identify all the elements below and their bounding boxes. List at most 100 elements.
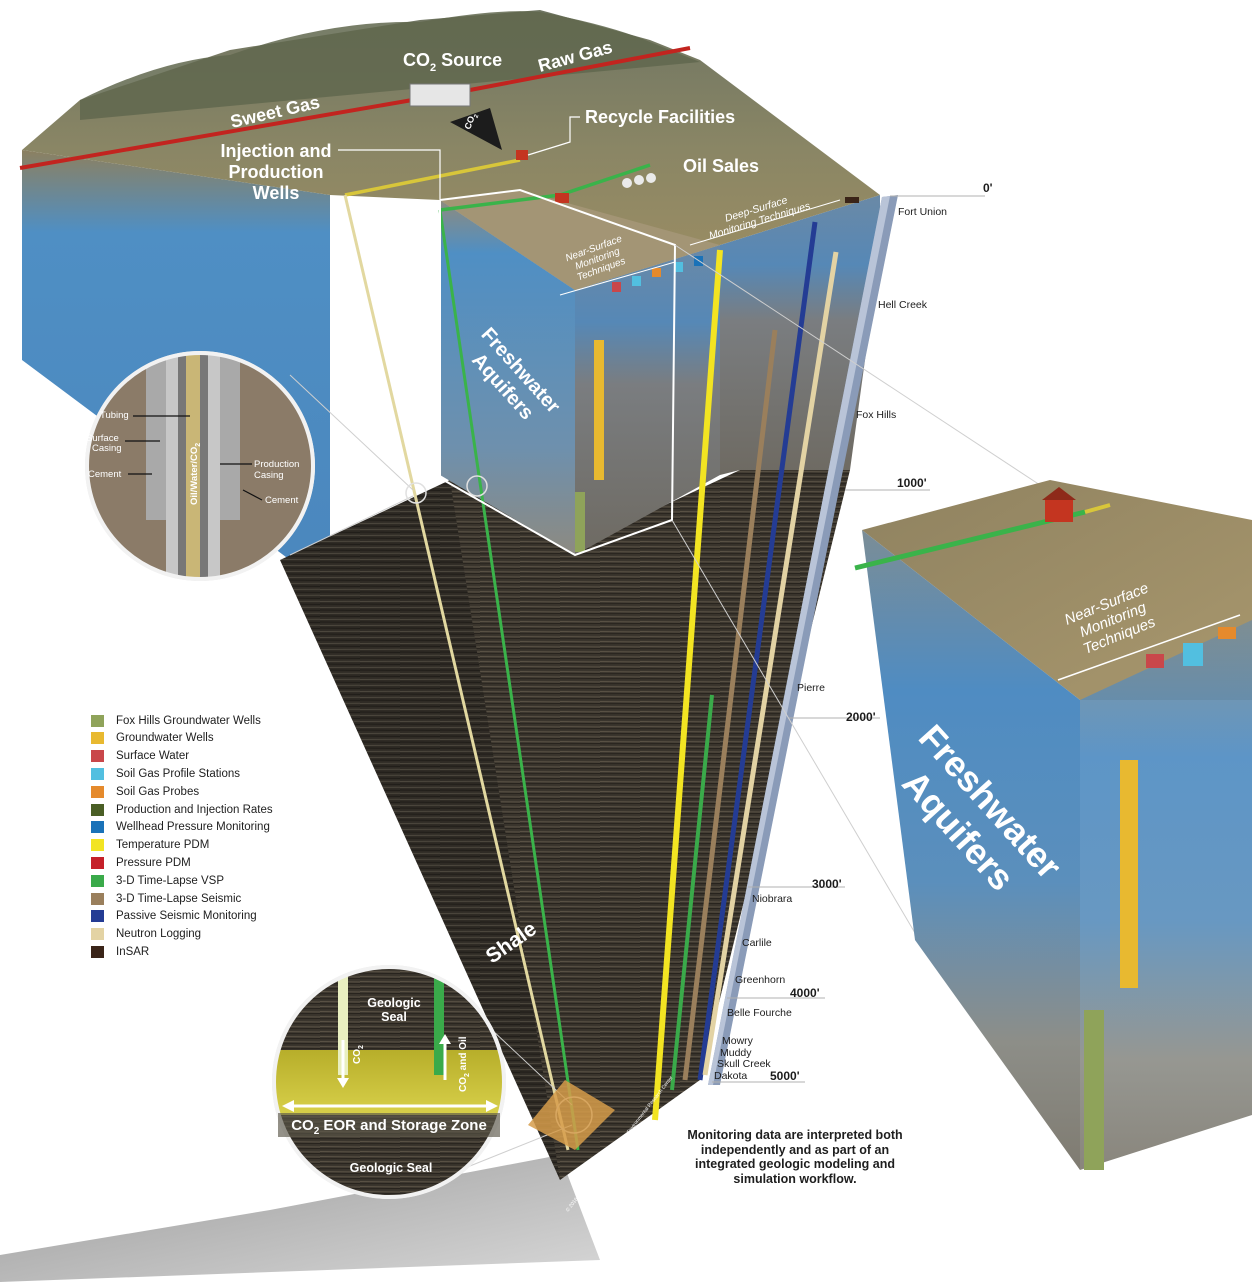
svg-text:Injection and: Injection and (220, 141, 331, 161)
depth-3000: 3000' (812, 877, 842, 891)
legend-item: Surface Water (91, 748, 189, 765)
depth-4000: 4000' (790, 986, 820, 1000)
zoomed-aquifer-block: Near-Surface Monitoring Techniques Fresh… (854, 480, 1252, 1170)
formation-carlile: Carlile (742, 937, 772, 949)
legend-swatch (91, 750, 104, 763)
formation-fox-hills: Fox Hills (856, 409, 896, 421)
formation-skull-creek: Skull Creek (717, 1058, 771, 1070)
formation-dakota: Dakota (714, 1070, 747, 1082)
legend-swatch (91, 767, 104, 780)
svg-text:Geologic Seal: Geologic Seal (350, 1161, 433, 1175)
depth-scale-bar-highlight (708, 196, 890, 1085)
formation-belle-fourche: Belle Fourche (727, 1007, 792, 1019)
svg-text:CO2 and Oil: CO2 and Oil (458, 1036, 471, 1092)
legend-item: Production and Injection Rates (91, 801, 273, 818)
legend-item: Fox Hills Groundwater Wells (91, 712, 261, 729)
fox-hills-well-main (575, 492, 585, 552)
formation-muddy: Muddy (720, 1047, 752, 1059)
neutron-logging-well (702, 251, 839, 1076)
cutaway-top (440, 190, 720, 290)
recycle-facility (516, 150, 528, 160)
temperature-pdm-well (652, 249, 723, 1121)
hills (80, 11, 700, 120)
svg-text:Surface: Surface (86, 433, 119, 444)
legend-item: Soil Gas Probes (91, 783, 199, 800)
svg-text:Oil/Water/CO2: Oil/Water/CO2 (189, 443, 202, 505)
legend-swatch (91, 821, 104, 834)
svg-text:Cement: Cement (88, 469, 122, 480)
co2-source-label: CO2 Source (403, 50, 502, 74)
legend-item: 3-D Time-Lapse Seismic (91, 890, 241, 907)
well-casing-callout: Tubing Surface Casing Cement Production … (85, 351, 315, 581)
cutaway-left-face (440, 200, 575, 555)
legend-item: Passive Seismic Monitoring (91, 908, 257, 925)
oil-storage-tanks (622, 173, 656, 188)
shale-right-face (450, 470, 850, 1180)
injection-production-wells-label: Injection and Production Wells (220, 141, 331, 203)
svg-text:Casing: Casing (92, 443, 122, 454)
formation-niobrara: Niobrara (752, 893, 792, 905)
time-lapse-seismic-well (682, 329, 778, 1081)
injection-label-leader (338, 149, 441, 208)
legend-swatch (91, 910, 104, 923)
legend-label: Groundwater Wells (116, 732, 214, 745)
legend-swatch (91, 945, 104, 958)
legend-swatch (91, 839, 104, 852)
depth-0: 0' (983, 181, 993, 195)
legend-swatch (91, 856, 104, 869)
svg-text:Seal: Seal (381, 1010, 407, 1024)
cast-shadow (0, 1155, 600, 1282)
legend-label: Neutron Logging (116, 928, 202, 941)
legend-swatch (91, 785, 104, 798)
legend-item: Neutron Logging (91, 926, 201, 943)
legend-label: 3-D Time-Lapse VSP (116, 874, 225, 887)
legend-item: 3-D Time-Lapse VSP (91, 872, 224, 889)
legend-item: Soil Gas Profile Stations (91, 765, 240, 782)
callout-leader-lines (289, 244, 1041, 1171)
depth-1000: 1000' (897, 476, 927, 490)
reservoir-base (528, 1080, 615, 1150)
groundwater-well-main (594, 340, 604, 480)
legend-item: Temperature PDM (91, 837, 209, 854)
svg-text:Production: Production (254, 459, 299, 470)
legend-label: Surface Water (116, 750, 190, 763)
svg-text:CO2: CO2 (352, 1045, 365, 1064)
legend-swatch (91, 874, 104, 887)
svg-text:Casing: Casing (254, 470, 284, 481)
legend-label: Pressure PDM (116, 856, 191, 869)
legend-label: Passive Seismic Monitoring (116, 910, 257, 923)
reservoir-callout: Geologic Seal CO2 CO2 and Oil CO2 EOR an… (272, 965, 506, 1199)
legend-swatch (91, 732, 104, 745)
legend-item: Groundwater Wells (91, 730, 214, 747)
vsp-well (670, 694, 714, 1091)
oil-sales-facility (555, 193, 569, 203)
legend-swatch (91, 892, 104, 905)
legend-item: Pressure PDM (91, 854, 191, 871)
depth-tick-lines (712, 195, 985, 1083)
injection-well (343, 194, 570, 1151)
formation-hell-creek: Hell Creek (878, 299, 928, 311)
insar-marker (845, 197, 859, 203)
formation-mowry: Mowry (722, 1035, 754, 1047)
legend-swatch (91, 803, 104, 816)
depth-5000: 5000' (770, 1069, 800, 1083)
svg-text:Wells: Wells (253, 183, 300, 203)
legend-item: InSAR (91, 943, 149, 960)
co2-pipe-label: CO2 (462, 111, 480, 132)
deep-surface-bracket (689, 199, 841, 246)
legend-label: Soil Gas Profile Stations (116, 767, 241, 780)
legend-label: Production and Injection Rates (116, 803, 273, 816)
svg-text:Geologic: Geologic (367, 996, 421, 1010)
co2-source-facility (409, 83, 471, 107)
legend-item: Wellhead Pressure Monitoring (91, 819, 270, 836)
svg-text:Production: Production (229, 162, 324, 182)
injection-well-marker (405, 482, 427, 504)
legend-label: Soil Gas Probes (116, 785, 200, 798)
workflow-note: Monitoring data are interpreted both ind… (687, 1128, 903, 1186)
legend-swatch (91, 928, 104, 941)
injection-pipeline (344, 158, 521, 197)
cutaway-right-face (575, 245, 720, 555)
production-well-marker (466, 475, 488, 497)
svg-text:Cement: Cement (265, 495, 299, 506)
